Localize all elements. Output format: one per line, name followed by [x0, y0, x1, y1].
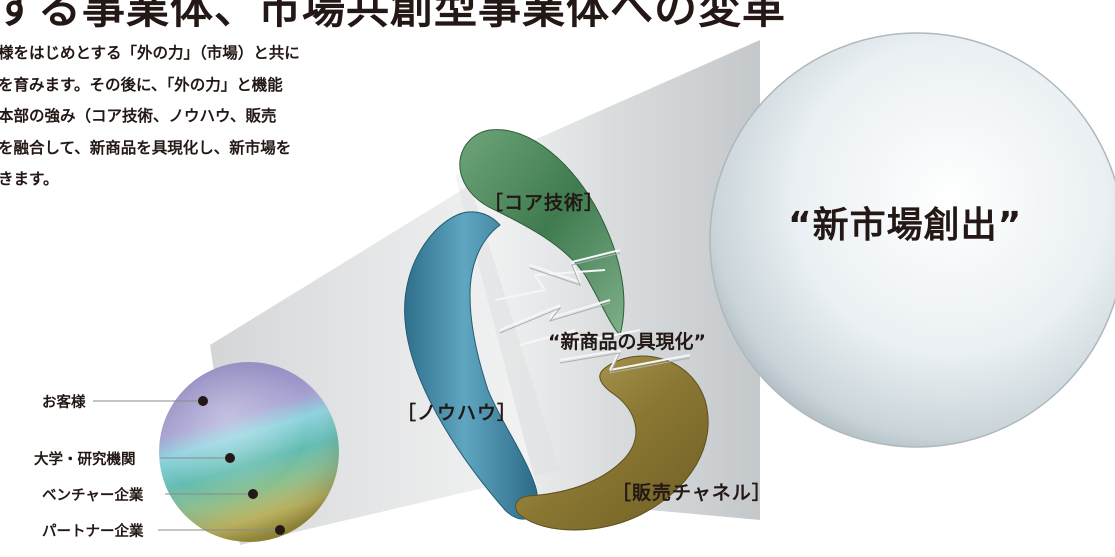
source-label-partner: パートナー企業	[42, 524, 144, 540]
knowhow-shape	[404, 211, 539, 520]
source-leader-lines	[93, 400, 280, 531]
sales-channel-label: ［販売チャネル］	[612, 482, 772, 504]
intro-line: を融合して、新商品を具現化し、新市場を	[0, 138, 292, 157]
source-dot	[198, 396, 208, 406]
new-product-label: “新商品の具現化”	[548, 331, 706, 353]
source-dot	[248, 489, 258, 499]
headline: する事業体、市場共創型事業体への変革	[0, 0, 786, 34]
spark-lines-shadow	[499, 252, 691, 374]
knowhow-label: ［ノウハウ］	[397, 402, 518, 424]
intro-line: 本部の強み（コア技術、ノウハウ、販売	[0, 107, 277, 125]
intro-line: を育みます。その後に、「外の力」と機能	[0, 75, 283, 94]
source-dot	[225, 453, 235, 463]
intro-line: きます。	[0, 170, 59, 188]
source-label-university: 大学・研究機関	[34, 452, 136, 468]
intro-text: 様をはじめとする「外の力」（市場）と共に を育みます。その後に、「外の力」と機能…	[0, 38, 358, 196]
intro-line: 様をはじめとする「外の力」（市場）と共に	[0, 44, 300, 62]
core-tech-shape	[459, 129, 625, 336]
spark-lines	[494, 249, 691, 371]
new-market-label: “新市場創出”	[788, 205, 1023, 246]
source-label-venture: ベンチャー企業	[42, 488, 144, 504]
sales-channel-shape	[515, 355, 709, 531]
source-dot	[275, 525, 285, 535]
core-tech-label: ［コア技術］	[484, 192, 605, 214]
new-market-sphere	[709, 32, 1115, 448]
source-label-customer: お客様	[42, 395, 86, 411]
source-sphere-shade	[159, 362, 339, 542]
